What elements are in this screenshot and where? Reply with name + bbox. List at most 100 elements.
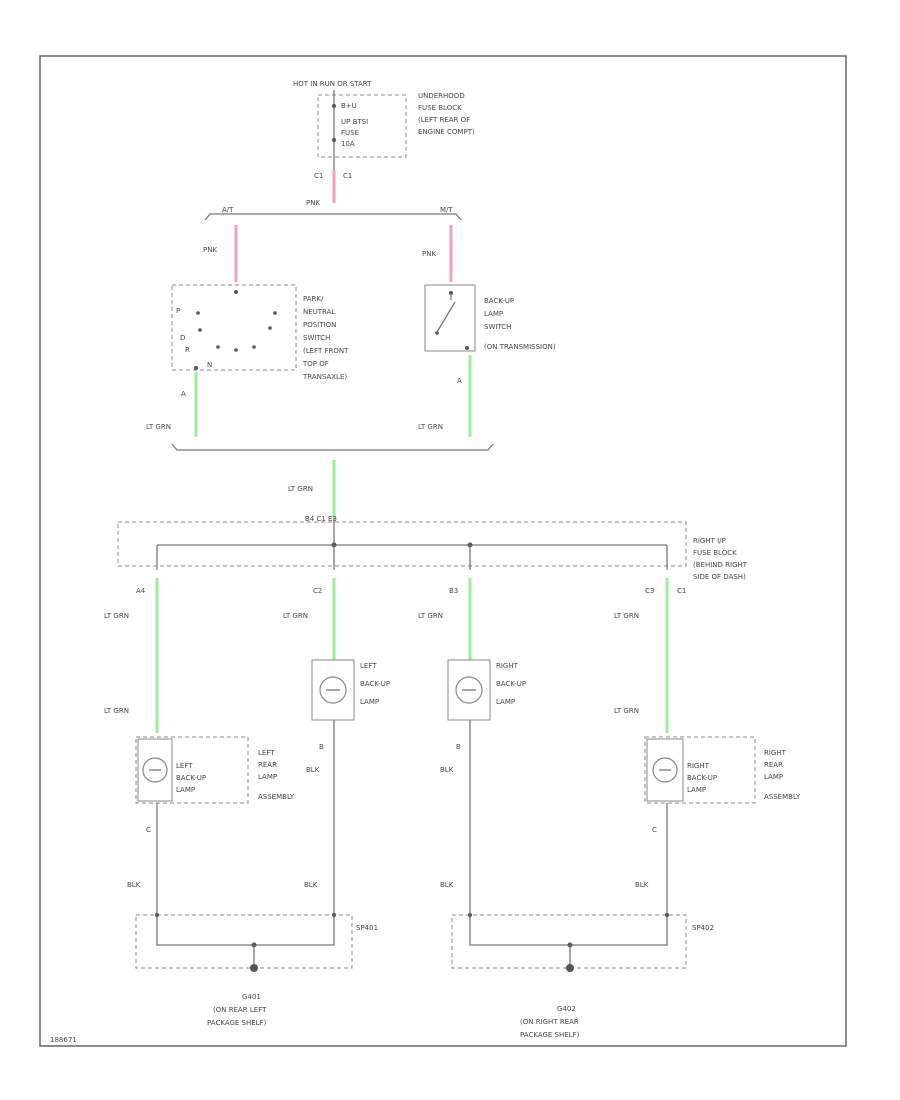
sp402-label: SP402 bbox=[692, 924, 714, 932]
pnp-label-5: (LEFT FRONT bbox=[303, 347, 349, 355]
lt-grn-label-main: LT GRN bbox=[288, 485, 313, 493]
g402-label-1: G402 bbox=[557, 1005, 576, 1013]
left-rear-lamp-label-3: LAMP bbox=[176, 786, 195, 794]
connector-c1-right: C1 bbox=[343, 172, 352, 180]
lt-grn-label-d1: LT GRN bbox=[104, 612, 129, 620]
split-label-mt: M/T bbox=[440, 206, 453, 214]
fuse-line-2: UP BTSI bbox=[341, 118, 368, 126]
left-backup-lamp bbox=[311, 659, 355, 721]
left-rear-assy-label-3: LAMP bbox=[258, 773, 277, 781]
blk-label-2a: BLK bbox=[306, 766, 320, 774]
right-ip-fuse-block bbox=[117, 521, 687, 567]
junction-label-4: SIDE OF DASH) bbox=[693, 573, 746, 581]
right-rear-lamp-assembly bbox=[644, 736, 756, 804]
pnp-label-6: TOP OF bbox=[302, 360, 329, 368]
right-rear-assy-label-2: REAR bbox=[764, 761, 783, 769]
lt-grn-label-d3: LT GRN bbox=[418, 612, 443, 620]
fuse-line-1: B+U bbox=[341, 102, 357, 110]
blk-label-3: BLK bbox=[440, 881, 454, 889]
right-rear-lamp-label-3: LAMP bbox=[687, 786, 706, 794]
fuse-block-label-4: ENGINE COMPT) bbox=[418, 128, 475, 136]
pin-b-left: B bbox=[319, 743, 324, 751]
svg-text:P: P bbox=[176, 307, 180, 315]
pnp-label-3: POSITION bbox=[303, 321, 336, 329]
lt-grn-label-d4b: LT GRN bbox=[614, 707, 639, 715]
pnp-label-2: NEUTRAL bbox=[303, 308, 335, 316]
left-rear-lamp-label-1: LEFT bbox=[176, 762, 193, 770]
junction-top-pins: B4 C1 E3 bbox=[305, 515, 337, 523]
split-bracket bbox=[204, 213, 462, 221]
blk-label-3a: BLK bbox=[440, 766, 454, 774]
right-lamp-label-1: RIGHT bbox=[496, 662, 519, 670]
left-rear-lamp-label-2: BACK-UP bbox=[176, 774, 206, 782]
fuse-block-label-1: UNDERHOOD bbox=[418, 92, 465, 100]
lt-grn-label-backup: LT GRN bbox=[418, 423, 443, 431]
lt-grn-label-pnp: LT GRN bbox=[146, 423, 171, 431]
backup-switch-label-4: (ON TRANSMISSION) bbox=[484, 343, 556, 351]
sp401-label: SP401 bbox=[356, 924, 378, 932]
splice-sp402 bbox=[451, 914, 687, 969]
g401-label-2: (ON REAR LEFT bbox=[213, 1006, 267, 1014]
pin-c3: C3 bbox=[645, 587, 654, 595]
diagram-frame bbox=[39, 55, 847, 1047]
figure-code: 188671 bbox=[50, 1036, 77, 1044]
junction-label-2: FUSE BLOCK bbox=[693, 549, 737, 557]
backup-switch-label-3: SWITCH bbox=[484, 323, 511, 331]
pnp-pin-a: A bbox=[181, 390, 186, 398]
hot-in-run-label: HOT IN RUN OR START bbox=[293, 80, 372, 88]
right-rear-assy-label-4: ASSEMBLY bbox=[764, 793, 801, 801]
backup-lamp-switch bbox=[424, 284, 476, 352]
left-rear-assy-label-1: LEFT bbox=[258, 749, 275, 757]
junction-label-1: RIGHT I/P bbox=[693, 537, 726, 545]
pnk-label-left: PNK bbox=[203, 246, 217, 254]
lt-grn-label-d1b: LT GRN bbox=[104, 707, 129, 715]
pnk-label-right: PNK bbox=[422, 250, 436, 258]
ground-g402-symbol bbox=[566, 964, 574, 972]
lt-grn-label-d4: LT GRN bbox=[614, 612, 639, 620]
right-rear-lamp-label-1: RIGHT bbox=[687, 762, 710, 770]
right-lamp-label-2: BACK-UP bbox=[496, 680, 526, 688]
join-bracket bbox=[171, 443, 494, 451]
junction-label-3: (BEHIND RIGHT bbox=[693, 561, 748, 569]
pin-c-right: C bbox=[652, 826, 657, 834]
split-label-at: A/T bbox=[222, 206, 234, 214]
g402-label-3: PACKAGE SHELF) bbox=[520, 1031, 580, 1039]
svg-text:N: N bbox=[207, 361, 212, 369]
blk-label-2: BLK bbox=[304, 881, 318, 889]
fuse-block-label-3: (LEFT REAR OF bbox=[418, 116, 470, 124]
right-lamp-label-3: LAMP bbox=[496, 698, 515, 706]
pnp-label-7: TRANSAXLE) bbox=[302, 373, 347, 381]
pin-c-left: C bbox=[146, 826, 151, 834]
right-backup-lamp bbox=[447, 659, 491, 721]
left-lamp-label-3: LAMP bbox=[360, 698, 379, 706]
splice-sp401 bbox=[135, 914, 353, 969]
fuse-line-3: FUSE bbox=[341, 129, 359, 137]
left-rear-assy-label-2: REAR bbox=[258, 761, 277, 769]
underhood-fuse-block bbox=[317, 94, 407, 158]
pnk-label-main: PNK bbox=[306, 199, 320, 207]
right-rear-lamp-label-2: BACK-UP bbox=[687, 774, 717, 782]
left-lamp-label-2: BACK-UP bbox=[360, 680, 390, 688]
lt-grn-label-d2: LT GRN bbox=[283, 612, 308, 620]
right-rear-assy-label-3: LAMP bbox=[764, 773, 783, 781]
pnp-label-1: PARK/ bbox=[303, 295, 324, 303]
svg-text:D: D bbox=[180, 334, 185, 342]
pin-c2: C2 bbox=[313, 587, 322, 595]
blk-label-4: BLK bbox=[635, 881, 649, 889]
connector-c1-left: C1 bbox=[314, 172, 323, 180]
pin-c1: C1 bbox=[677, 587, 686, 595]
backup-pin-a: A bbox=[457, 377, 462, 385]
right-rear-assy-label-1: RIGHT bbox=[764, 749, 787, 757]
g401-label-1: G401 bbox=[242, 993, 261, 1001]
pin-a4: A4 bbox=[136, 587, 146, 595]
pnp-label-4: SWITCH bbox=[303, 334, 330, 342]
g402-label-2: (ON RIGHT REAR bbox=[520, 1018, 579, 1026]
fuse-block-label-2: FUSE BLOCK bbox=[418, 104, 462, 112]
blk-label-1: BLK bbox=[127, 881, 141, 889]
left-rear-assy-label-4: ASSEMBLY bbox=[258, 793, 295, 801]
park-neutral-switch bbox=[171, 284, 297, 371]
fuse-line-4: 10A bbox=[341, 140, 355, 148]
left-lamp-label-1: LEFT bbox=[360, 662, 377, 670]
backup-switch-label-1: BACK-UP bbox=[484, 297, 514, 305]
left-rear-lamp-assembly bbox=[135, 736, 249, 804]
